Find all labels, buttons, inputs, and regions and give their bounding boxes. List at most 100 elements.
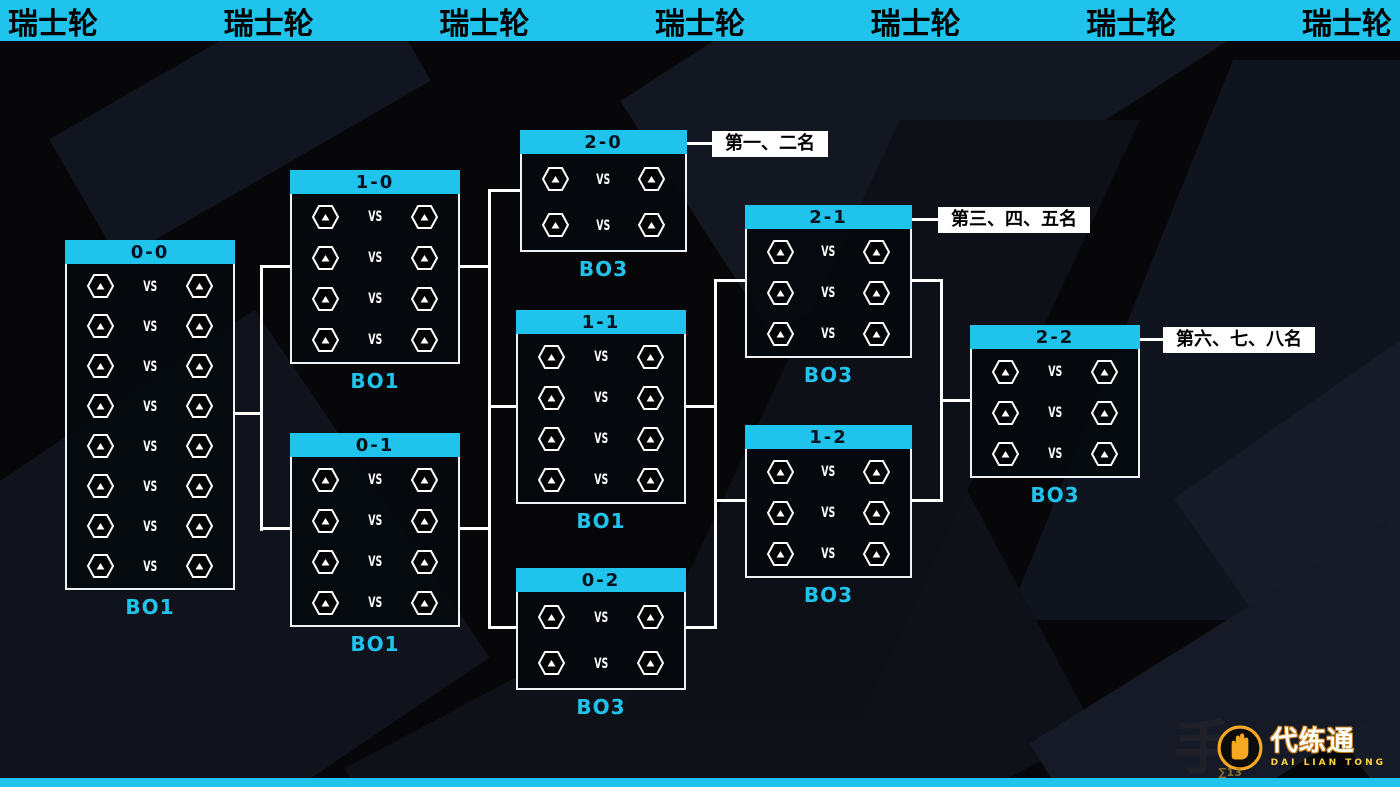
team-logo-hexagon [538, 385, 565, 410]
match-row: VS [67, 466, 233, 506]
match-row: VS [747, 231, 910, 272]
top-banner: 瑞士轮瑞士轮瑞士轮瑞士轮瑞士轮瑞士轮瑞士轮 [0, 0, 1400, 42]
bracket-score-label: 0-2 [516, 568, 686, 592]
team-logo-hexagon [767, 280, 794, 305]
vs-label: VS [594, 654, 608, 672]
team-logo-hexagon [538, 344, 565, 369]
banner-item: 瑞士轮 [654, 6, 745, 42]
logo-text-block: 代练通 DAI LIAN TONG [1271, 727, 1386, 768]
team-logo-hexagon [992, 400, 1019, 425]
team-logo-hexagon [186, 354, 213, 378]
match-row: VS [292, 582, 458, 623]
watermark-logo: 代练通 DAI LIAN TONG ∑13 [1217, 725, 1386, 779]
connector-line [260, 265, 263, 531]
team-logo-hexagon [186, 474, 213, 498]
logo-code: ∑13 [1218, 766, 1242, 779]
vs-label: VS [143, 277, 157, 295]
team-logo-hexagon [637, 426, 664, 451]
vs-label: VS [821, 284, 836, 301]
match-row: VS [518, 459, 684, 500]
team-logo-hexagon [1091, 400, 1118, 425]
team-logo-hexagon [411, 549, 438, 574]
team-logo-hexagon [87, 274, 114, 298]
connector-line [460, 265, 488, 268]
team-logo-hexagon [863, 500, 890, 525]
format-label: BO1 [576, 509, 626, 533]
vs-label: VS [143, 397, 157, 415]
match-row: VS [292, 459, 458, 500]
team-logo-hexagon [637, 605, 664, 629]
team-logo-hexagon [863, 321, 890, 346]
vs-label: VS [821, 545, 836, 562]
vs-label: VS [368, 249, 382, 266]
team-logo-hexagon [186, 274, 213, 298]
connector-line [490, 189, 520, 192]
match-row: VS [67, 266, 233, 306]
match-row: VS [292, 541, 458, 582]
match-row: VS [518, 640, 684, 686]
team-logo-hexagon [767, 239, 794, 264]
match-row: VS [292, 500, 458, 541]
team-logo-hexagon [87, 554, 114, 578]
team-logo-hexagon [637, 651, 664, 675]
match-row: VS [67, 306, 233, 346]
team-logo-hexagon [638, 213, 665, 237]
team-logo-hexagon [87, 474, 114, 498]
bottom-strip [0, 778, 1400, 787]
placement-connector-line [1140, 338, 1165, 341]
team-logo-hexagon [542, 213, 569, 237]
hand-logo-icon [1217, 725, 1263, 771]
format-label: BO3 [803, 363, 854, 387]
vs-label: VS [821, 243, 836, 260]
team-logo-hexagon [186, 314, 213, 338]
format-label: BO1 [125, 595, 175, 619]
connector-line [912, 279, 942, 282]
vs-label: VS [594, 389, 608, 406]
vs-label: VS [1048, 445, 1062, 462]
match-row: VS [67, 346, 233, 386]
vs-label: VS [368, 594, 382, 611]
format-label: BO3 [578, 257, 629, 281]
match-row: VS [522, 156, 685, 202]
bracket-score-label: 1-2 [745, 425, 912, 449]
team-logo-hexagon [411, 204, 438, 229]
match-row: VS [972, 433, 1138, 474]
vs-label: VS [594, 430, 608, 447]
bracket-score-label: 1-1 [516, 310, 686, 334]
banner-item: 瑞士轮 [8, 6, 98, 42]
match-row: VS [747, 492, 910, 533]
bracket-matches: VS VS VS VS [516, 334, 686, 504]
format-label: BO3 [1030, 483, 1080, 507]
team-logo-hexagon [312, 327, 339, 352]
connector-line [235, 412, 262, 415]
match-row: VS [292, 319, 458, 360]
connector-line [714, 279, 717, 629]
team-logo-hexagon [767, 459, 794, 484]
match-row: VS [292, 237, 458, 278]
vs-label: VS [368, 331, 382, 348]
team-logo-hexagon [411, 467, 438, 492]
team-logo-hexagon [542, 167, 569, 191]
vs-label: VS [368, 208, 382, 225]
match-row: VS [518, 336, 684, 377]
team-logo-hexagon [637, 385, 664, 410]
team-logo-hexagon [87, 514, 114, 538]
format-label: BO1 [350, 632, 400, 656]
team-logo-hexagon [638, 167, 665, 191]
vs-label: VS [1048, 404, 1062, 421]
team-logo-hexagon [1091, 441, 1118, 466]
connector-line [262, 527, 290, 530]
match-row: VS [747, 451, 910, 492]
team-logo-hexagon [186, 394, 213, 418]
connector-line [686, 626, 714, 629]
